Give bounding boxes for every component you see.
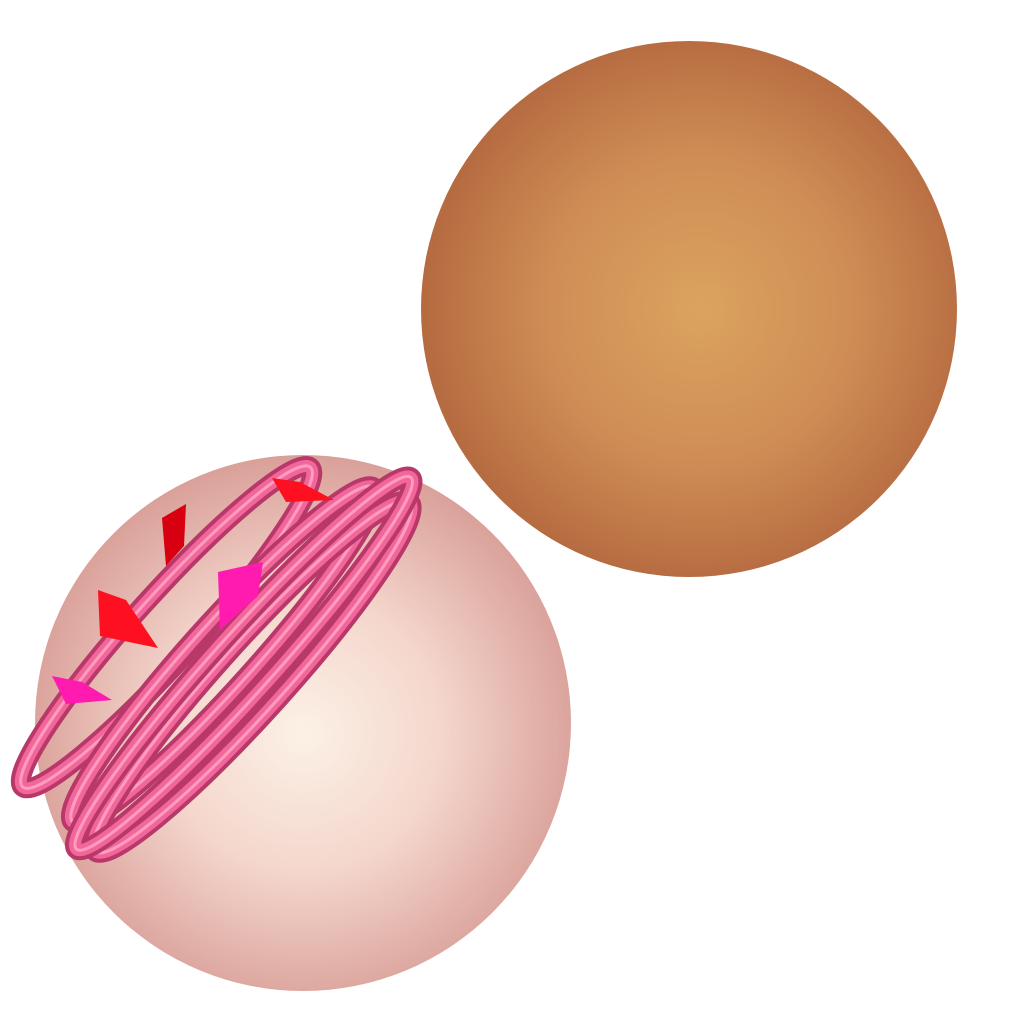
shard-red-2	[162, 504, 186, 566]
confetti-shards	[52, 478, 334, 704]
shard-red-1	[272, 478, 334, 502]
shard-red-3	[98, 590, 158, 648]
shard-magenta-1	[218, 562, 263, 630]
pink-coil	[10, 455, 423, 863]
orange-sphere	[421, 41, 957, 577]
shard-magenta-2	[52, 676, 112, 704]
